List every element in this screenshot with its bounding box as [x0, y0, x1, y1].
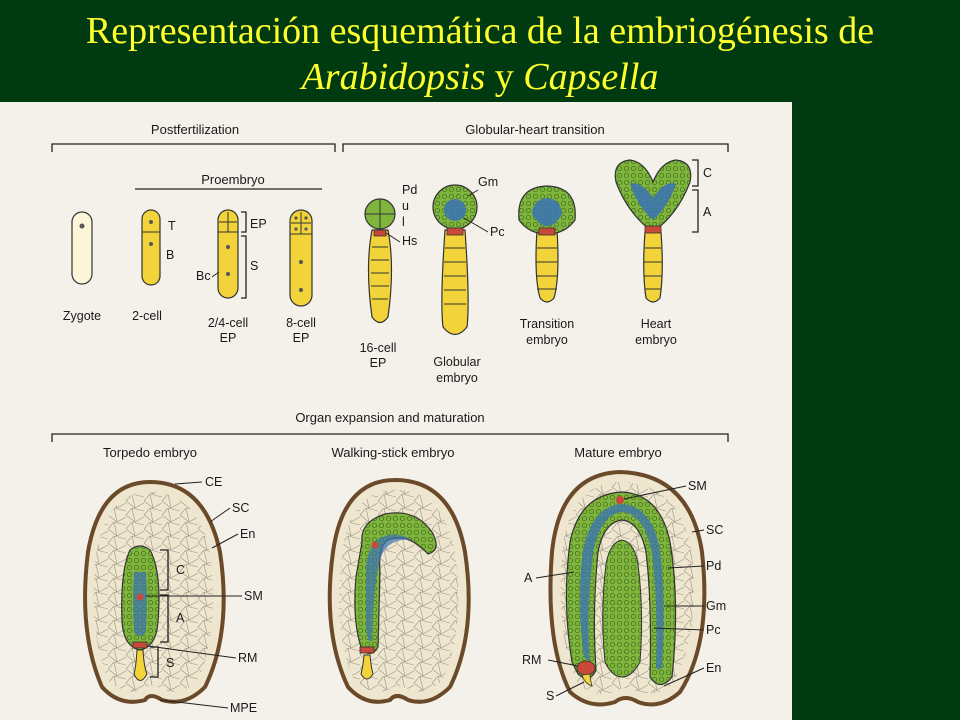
label-mature-rm: RM [522, 653, 541, 667]
header-torpedo: Torpedo embryo [103, 445, 197, 460]
label-mpe: MPE [230, 701, 257, 715]
mature-seed [548, 469, 707, 707]
leader-mature-sm [623, 485, 687, 500]
label-2-4-cell-ep: EP [220, 331, 237, 345]
bracket-globular-heart [342, 143, 729, 152]
leader-mature-pd [667, 565, 705, 569]
title-genus-arabidopsis: Arabidopsis [301, 56, 486, 98]
label-8-cell-ep: EP [293, 331, 310, 345]
label-torpedo-s: S [166, 656, 174, 670]
heart-embryo [614, 159, 692, 303]
eight-cell-embryo [289, 209, 313, 307]
label-16-cell: 16-cell [360, 341, 397, 355]
bracket-postfertilization [51, 143, 336, 152]
leader-torpedo-en [211, 533, 239, 549]
label-pc: Pc [490, 225, 505, 239]
slide-title: Representación esquemática de la embriog… [0, 8, 960, 100]
leader-mature-pc [653, 627, 705, 631]
label-mature-pd: Pd [706, 559, 721, 573]
label-pd: Pd [402, 183, 417, 197]
bracket-torpedo-c [160, 549, 169, 591]
header-walking-stick: Walking-stick embryo [331, 445, 454, 460]
label-torpedo-en: En [240, 527, 255, 541]
leader-gm [467, 189, 479, 197]
label-torpedo-sm: SM [244, 589, 263, 603]
header-proembryo: Proembryo [201, 172, 265, 187]
torpedo-seed [83, 479, 226, 704]
label-gm: Gm [478, 175, 498, 189]
header-organ-expansion: Organ expansion and maturation [295, 410, 484, 425]
bracket-heart-a [692, 189, 699, 233]
leader-mpe [159, 699, 229, 709]
leader-bc [211, 271, 220, 278]
sixteen-cell-embryo [364, 198, 396, 324]
walking-stick-seed [327, 477, 471, 704]
leader-pc [463, 217, 489, 233]
label-heart: Heart [641, 317, 672, 331]
bracket-s [241, 235, 247, 299]
label-mature-pc: Pc [706, 623, 721, 637]
label-s: S [250, 259, 258, 273]
zygote-cell [71, 211, 93, 285]
label-torpedo-sc: SC [232, 501, 249, 515]
label-heart-a: A [703, 205, 712, 219]
label-torpedo-rm: RM [238, 651, 257, 665]
leader-mature-a [535, 571, 575, 579]
label-torpedo-c: C [176, 563, 185, 577]
title-genus-capsella: Capsella [523, 56, 659, 98]
bracket-ep [241, 211, 247, 233]
four-cell-embryo [217, 209, 239, 299]
label-hs: Hs [402, 234, 417, 248]
leader-mature-rm [547, 659, 579, 667]
label-mature-a: A [524, 571, 533, 585]
label-8-cell: 8-cell [286, 316, 316, 330]
globular-embryo [432, 184, 478, 336]
leader-torpedo-rm [147, 645, 237, 659]
label-transition-embryo: embryo [526, 333, 568, 347]
title-line-1: Representación esquemática de la embriog… [85, 10, 875, 52]
embryogenesis-figure: Postfertilization Globular-heart transit… [0, 102, 792, 720]
label-b: B [166, 248, 174, 262]
label-torpedo-a: A [176, 611, 185, 625]
label-globular: Globular [433, 355, 480, 369]
label-16-cell-ep: EP [370, 356, 387, 370]
leader-torpedo-sc [209, 507, 231, 523]
two-cell-embryo [141, 209, 161, 286]
leader-hs [385, 232, 401, 243]
label-mature-en: En [706, 661, 721, 675]
leader-ce [174, 481, 203, 485]
transition-embryo [518, 185, 576, 303]
label-mature-s: S [546, 689, 554, 703]
leader-mature-s [555, 681, 585, 697]
label-mature-sc: SC [706, 523, 723, 537]
label-t: T [168, 219, 176, 233]
label-transition: Transition [520, 317, 574, 331]
header-postfertilization: Postfertilization [151, 122, 239, 137]
label-bc: Bc [196, 269, 211, 283]
label-mature-sm: SM [688, 479, 707, 493]
bracket-torpedo-a [160, 594, 169, 643]
label-ce: CE [205, 475, 222, 489]
label-zygote: Zygote [63, 309, 101, 323]
header-globular-heart: Globular-heart transition [465, 122, 604, 137]
label-globular-embryo: embryo [436, 371, 478, 385]
label-ep: EP [250, 217, 267, 231]
leader-mature-sc [691, 529, 705, 533]
label-heart-embryo: embryo [635, 333, 677, 347]
label-mature-gm: Gm [706, 599, 726, 613]
leader-mature-en [663, 667, 705, 687]
figure-svg: Postfertilization Globular-heart transit… [0, 102, 792, 720]
bracket-organ-expansion [51, 433, 729, 442]
bracket-heart-c [692, 159, 699, 187]
label-2-4-cell: 2/4-cell [208, 316, 248, 330]
header-mature: Mature embryo [574, 445, 661, 460]
title-line-2: Arabidopsis y Capsella [0, 54, 960, 100]
label-2-cell: 2-cell [132, 309, 162, 323]
label-u: u [402, 199, 409, 213]
label-heart-c: C [703, 166, 712, 180]
title-conjunction: y [485, 56, 524, 98]
label-l: l [402, 215, 405, 229]
